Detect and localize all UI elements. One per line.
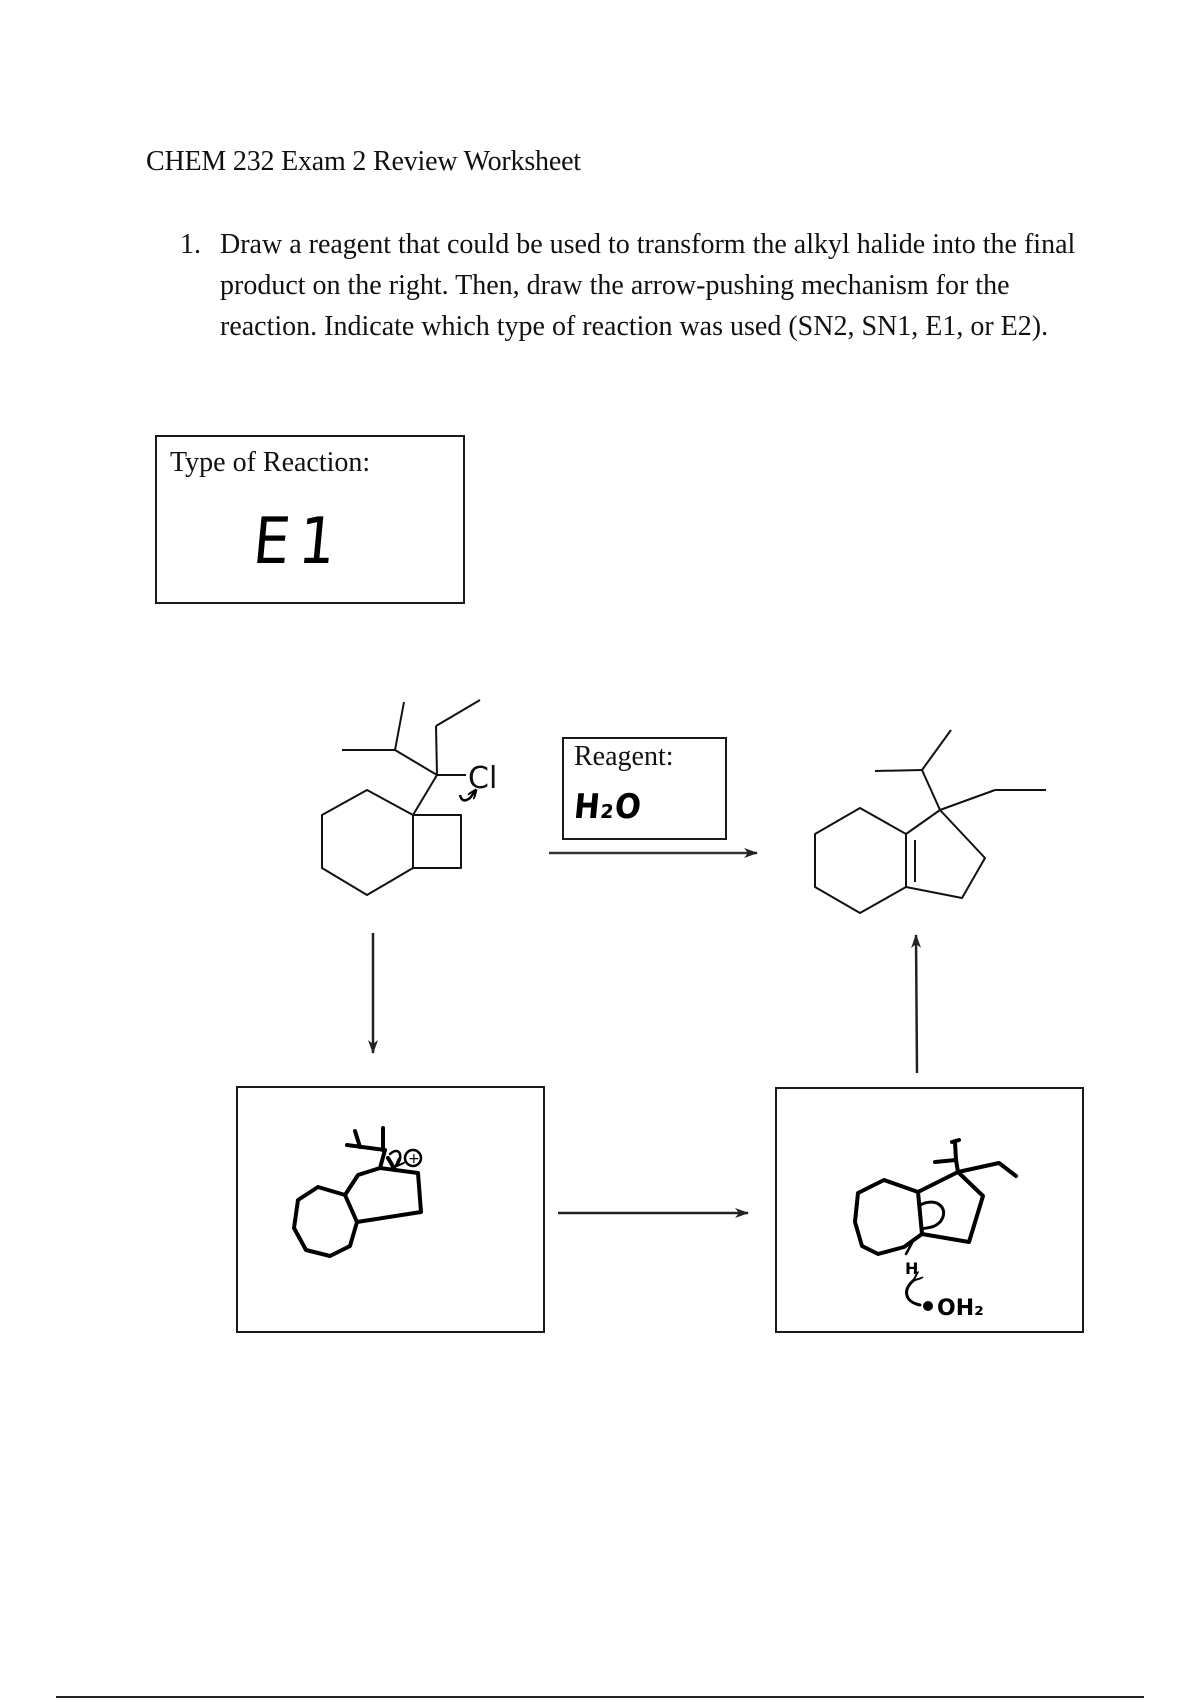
base-label: OH₂ xyxy=(937,1296,984,1321)
up-arrow xyxy=(911,934,922,1074)
reagent-label: Reagent: xyxy=(574,741,674,772)
starting-alkyl-halide: Cl xyxy=(321,699,497,896)
worksheet-title: CHEM 232 Exam 2 Review Worksheet xyxy=(146,146,581,177)
charge-symbol: + xyxy=(408,1151,420,1167)
cyclohexane-ring xyxy=(321,789,414,896)
reagent-box: Reagent: H₂O xyxy=(562,737,727,840)
cyclobutane-ring xyxy=(412,814,462,869)
chlorine-label: Cl xyxy=(468,761,497,796)
bottom-rule xyxy=(56,1696,1144,1698)
carbocation-intermediate-box xyxy=(236,1086,545,1333)
final-product-alkene xyxy=(814,729,1046,914)
type-of-reaction-label: Type of Reaction: xyxy=(170,447,371,478)
rearranged-carbocation-box xyxy=(775,1087,1084,1333)
rearranged-cation-sketch: H OH₂ xyxy=(853,1138,1018,1321)
question-text: Draw a reagent that could be used to tra… xyxy=(220,229,1076,342)
question-number: 1. xyxy=(180,229,201,260)
carbocation-sketch: + xyxy=(292,1126,423,1258)
proton-label: H xyxy=(905,1259,918,1278)
leaving-group-arrow xyxy=(458,790,476,802)
type-of-reaction-box: Type of Reaction: E1 xyxy=(155,435,465,604)
cyclohexene-ring xyxy=(814,807,907,914)
